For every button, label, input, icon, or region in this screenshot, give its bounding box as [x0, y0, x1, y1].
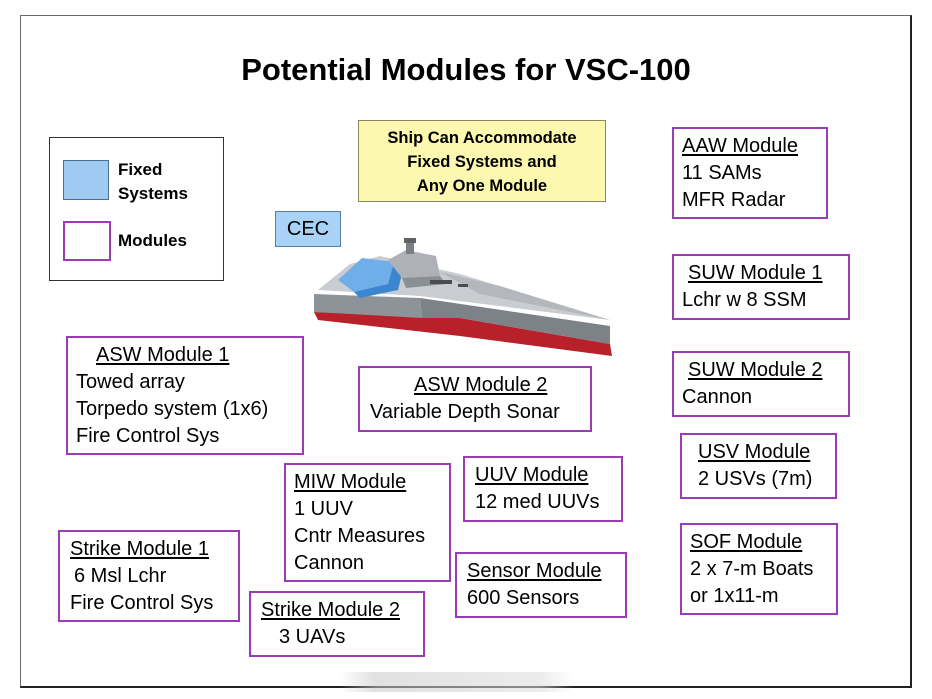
module-line: 2 USVs (7m): [698, 468, 813, 490]
module-line: Variable Depth Sonar: [370, 401, 560, 423]
ship-hull-side: [314, 294, 422, 318]
ship-bow-deck: [440, 272, 610, 320]
module-line: Cannon: [682, 386, 753, 408]
module-line: Fire Control Sys: [70, 592, 214, 614]
module-line: 6 Msl Lchr: [74, 565, 167, 587]
legend-fixed-label-1: Fixed: [118, 160, 163, 179]
ship-fixed-systems-area: [354, 262, 404, 298]
note-line: Fixed Systems and: [407, 153, 557, 171]
module-line: Fire Control Sys: [76, 425, 220, 447]
module-line: 3 UAVs: [279, 626, 346, 648]
ship-waterline: [314, 312, 612, 356]
aaw-module: AAW Module 11 SAMs MFR Radar: [672, 127, 828, 219]
module-heading: Strike Module 2: [261, 599, 400, 621]
module-line: MFR Radar: [682, 189, 786, 211]
module-line: or 1x11-m: [690, 585, 779, 607]
cec-fixed-system: CEC: [275, 211, 341, 247]
sensor-module: Sensor Module 600 Sensors: [455, 552, 627, 618]
module-heading: SUW Module 1: [688, 262, 823, 284]
note-line: Any One Module: [416, 177, 548, 195]
module-line: Torpedo system (1x6): [76, 398, 269, 420]
module-heading: ASW Module 1: [96, 344, 230, 366]
module-heading: USV Module: [698, 441, 811, 463]
module-heading: SOF Module: [690, 531, 803, 553]
accommodation-note: Ship Can Accommodate Fixed Systems and A…: [358, 120, 606, 202]
module-heading: ASW Module 2: [414, 374, 548, 396]
legend-fixed-swatch: [63, 160, 109, 200]
module-heading: AAW Module: [682, 135, 798, 157]
module-heading: Sensor Module: [467, 560, 602, 582]
uuv-module: UUV Module 12 med UUVs: [463, 456, 623, 522]
module-line: Cannon: [294, 552, 365, 574]
asw-module-2: ASW Module 2 Variable Depth Sonar: [358, 366, 592, 432]
suw-module-1: SUW Module 1 Lchr w 8 SSM: [672, 254, 850, 320]
note-line: Ship Can Accommodate: [387, 129, 577, 147]
module-heading: SUW Module 2: [688, 359, 823, 381]
module-heading: UUV Module: [475, 464, 589, 486]
strike-module-2: Strike Module 2 3 UAVs: [249, 591, 425, 657]
module-line: Cntr Measures: [294, 525, 426, 547]
ship-deck-detail: [458, 284, 468, 287]
watermark-overlay: [340, 672, 575, 692]
usv-module: USV Module 2 USVs (7m): [680, 433, 837, 499]
module-line: 12 med UUVs: [475, 491, 600, 513]
suw-module-2: SUW Module 2 Cannon: [672, 351, 850, 417]
ship-superstructure: [388, 250, 440, 278]
ship-fixed-systems-area: [338, 258, 394, 292]
ship-mast: [406, 242, 414, 254]
legend: Fixed Systems Modules: [49, 137, 224, 281]
ship-superstructure: [402, 276, 446, 288]
ship-illustration: [314, 238, 612, 356]
module-heading: MIW Module: [294, 471, 407, 493]
module-line: 1 UUV: [294, 498, 353, 520]
legend-modules-label: Modules: [118, 231, 187, 250]
legend-module-swatch: [63, 221, 111, 261]
ship-deck-detail: [430, 280, 452, 284]
slide-title: Potential Modules for VSC-100: [241, 52, 691, 87]
module-line: Towed array: [76, 371, 185, 393]
strike-module-1: Strike Module 1 6 Msl Lchr Fire Control …: [58, 530, 240, 622]
asw-module-1: ASW Module 1 Towed array Torpedo system …: [66, 336, 304, 455]
module-line: 2 x 7-m Boats: [690, 558, 814, 580]
ship-hull-side: [420, 298, 610, 344]
miw-module: MIW Module 1 UUV Cntr Measures Cannon: [284, 463, 451, 582]
module-line: 11 SAMs: [682, 162, 762, 184]
sof-module: SOF Module 2 x 7-m Boats or 1x11-m: [680, 523, 838, 615]
legend-fixed-label-2: Systems: [118, 184, 188, 203]
module-line: Lchr w 8 SSM: [682, 289, 807, 311]
ship-mast: [404, 238, 416, 243]
module-line: 600 Sensors: [467, 587, 580, 609]
module-heading: Strike Module 1: [70, 538, 209, 560]
